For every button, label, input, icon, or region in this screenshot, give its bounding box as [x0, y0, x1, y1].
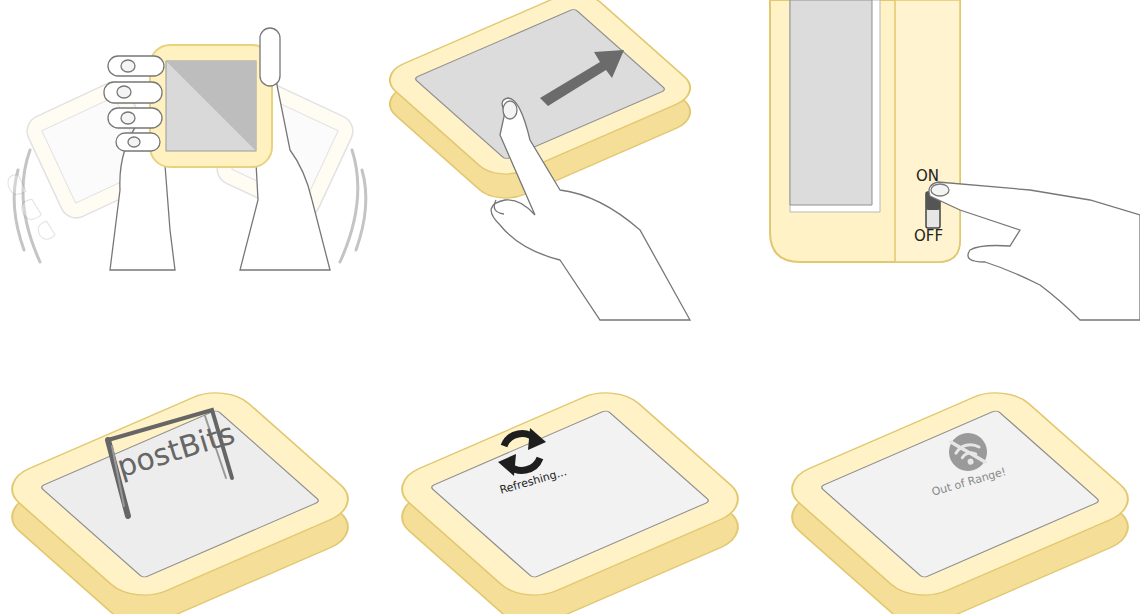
- device-refresh-top: [386, 383, 753, 604]
- device-front-view: [150, 45, 272, 167]
- device-logo-top: [0, 383, 364, 604]
- device-range-top: [776, 383, 1140, 604]
- swipe-arrow: [540, 50, 624, 106]
- switch-on-label: ON: [916, 169, 939, 184]
- hand-pressing-switch: [929, 182, 1140, 320]
- device-corner-closeup: [770, 0, 960, 262]
- no-wifi-icon: [945, 429, 992, 476]
- refresh-icon: [498, 428, 546, 476]
- switch-off-label: OFF: [914, 229, 943, 244]
- fingers: [104, 28, 280, 151]
- hand-pointing-swipe: [491, 98, 690, 320]
- device-swipe-top: [377, 0, 702, 182]
